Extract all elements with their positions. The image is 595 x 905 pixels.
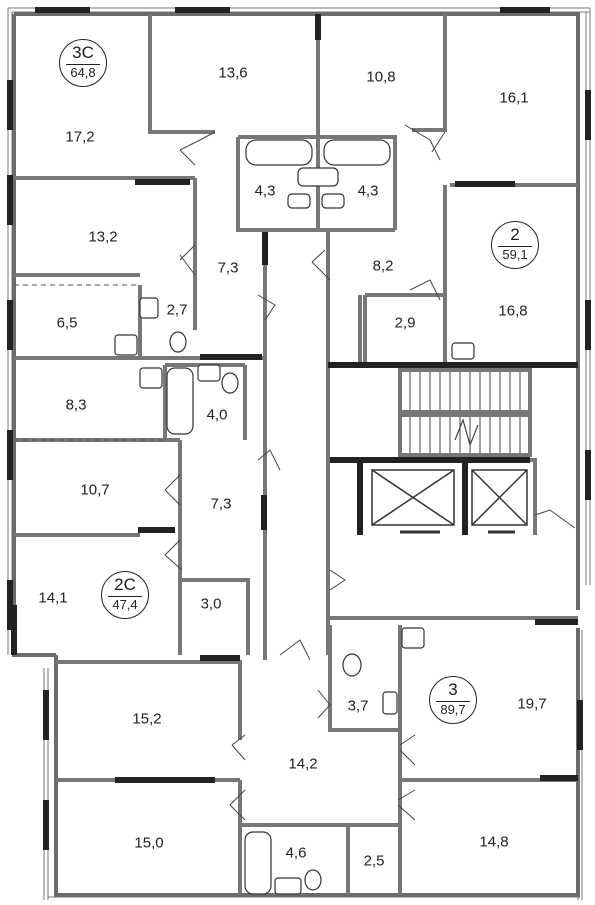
bearing-walls (7, 7, 591, 850)
zone-separators (14, 284, 165, 441)
apartment-area: 47,4 (112, 597, 138, 612)
apartment-area: 64,8 (70, 65, 96, 80)
room-area-label: 8,2 (372, 257, 394, 275)
room-area-label: 10,7 (80, 481, 110, 499)
room-area-label: 17,2 (65, 128, 95, 146)
room-area-label: 19,7 (517, 695, 547, 713)
badge-divider (436, 701, 470, 702)
room-area-label: 15,0 (134, 834, 164, 852)
room-area-label: 10,8 (366, 68, 396, 86)
room-area-label: 4,3 (357, 182, 379, 200)
staircase (409, 372, 521, 453)
badge-divider (66, 64, 100, 65)
bathroom-fixtures (114, 139, 475, 895)
room-area-label: 4,6 (285, 844, 307, 862)
room-area-label: 14,2 (288, 755, 318, 773)
room-area-label: 3,7 (347, 697, 369, 715)
room-area-label: 13,6 (218, 64, 248, 82)
room-area-label: 2,5 (363, 852, 385, 870)
apartment-badge-3c: 3С 64,8 (59, 39, 107, 87)
room-area-label: 2,7 (166, 301, 188, 319)
room-area-label: 13,2 (88, 228, 118, 246)
room-area-label: 15,2 (132, 710, 162, 728)
badge-divider (498, 246, 532, 247)
apartment-area: 59,1 (502, 247, 528, 262)
room-area-label: 16,8 (498, 302, 528, 320)
room-area-label: 8,3 (65, 396, 87, 414)
apartment-badge-2: 2 59,1 (491, 221, 539, 269)
room-area-label: 4,3 (254, 182, 276, 200)
apartment-code: 3С (72, 43, 94, 62)
apartment-badge-3: 3 89,7 (429, 676, 477, 724)
badge-divider (108, 596, 142, 597)
room-area-label: 3,0 (200, 595, 222, 613)
room-area-label: 4,0 (206, 406, 228, 424)
elevators (371, 469, 528, 534)
room-area-label: 7,3 (217, 259, 239, 277)
apartment-badge-2c: 2С 47,4 (101, 571, 149, 619)
apartment-code: 3 (448, 680, 458, 699)
apartment-code: 2С (114, 575, 136, 594)
room-area-label: 7,3 (210, 495, 232, 513)
room-area-label: 16,1 (499, 89, 529, 107)
room-area-label: 6,5 (56, 314, 78, 332)
room-area-label: 2,9 (394, 314, 416, 332)
room-area-label: 14,8 (479, 833, 509, 851)
door-swings (164, 124, 576, 821)
room-area-label: 14,1 (38, 589, 68, 607)
apartment-area: 89,7 (440, 702, 466, 717)
apartment-code: 2 (510, 225, 520, 244)
